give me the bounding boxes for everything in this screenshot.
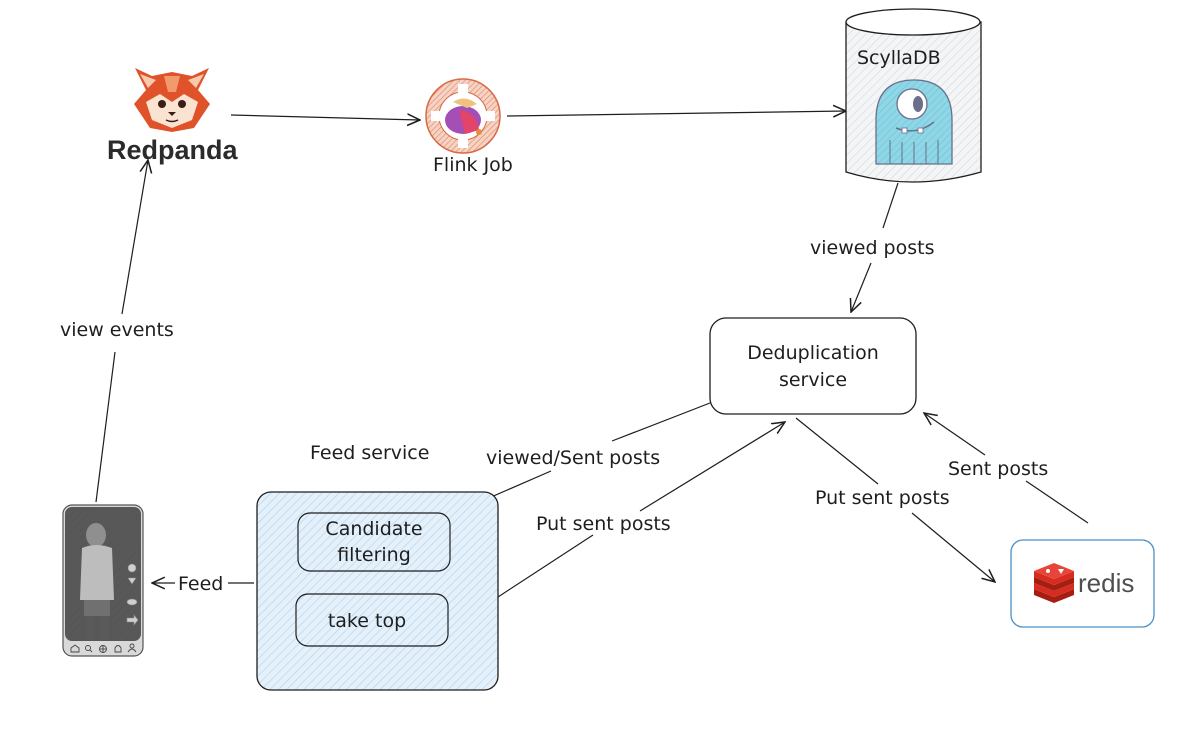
scylladb-node[interactable]: ScyllaDB [845,8,982,183]
edge-scylla-to-dedup-a [882,182,899,229]
edge-phone-to-redpanda-b [121,160,148,315]
flink-job-node[interactable]: Flink Job [425,78,513,176]
label-put-sent-posts-feed: Put sent posts [536,513,671,535]
candidate-filtering-box[interactable]: Candidate filtering [297,512,451,572]
feed-service-label: Feed service [310,442,429,464]
bell-icon[interactable] [114,645,122,653]
phone-nav-bar [70,643,137,653]
edges [95,111,1089,628]
edge-dedup-to-redis-b [911,512,995,582]
edge-taketop-to-dedup-b [639,422,785,512]
redis-logo-icon [1034,563,1074,603]
feed-service-node[interactable]: Candidate filtering take top [256,491,499,691]
edge-phone-to-redpanda-a [95,351,116,503]
label-sent-posts: Sent posts [948,458,1048,480]
redpanda-label: Redpanda [107,135,239,165]
red-panda-logo-icon [134,68,210,132]
redis-node[interactable]: redis [1010,539,1155,628]
person-silhouette [80,523,114,640]
candidate-label-line2: filtering [337,544,411,566]
mobile-feed-mockup-node[interactable] [62,504,144,657]
flink-squirrel-gear-icon [425,78,501,154]
compass-icon[interactable] [99,645,107,653]
search-icon[interactable] [85,645,93,653]
edge-redis-to-dedup-b [924,413,986,456]
deduplication-service-node[interactable]: Deduplication service [709,317,917,415]
home-icon[interactable] [70,644,80,653]
scylladb-label: ScyllaDB [857,47,941,69]
redpanda-node[interactable]: Redpanda [107,68,239,165]
user-icon[interactable] [127,643,137,653]
edge-dedup-to-redis-a [795,417,879,485]
label-view-events: view events [60,319,174,341]
edge-scylla-to-dedup-b [851,262,872,312]
edge-redis-to-dedup-a [1025,480,1089,524]
candidate-label-line1: Candidate [325,518,422,540]
redis-label: redis [1078,568,1134,598]
label-viewed-sent-posts: viewed/Sent posts [486,447,660,469]
label-put-sent-posts-redis: Put sent posts [815,487,950,509]
scylla-monster-icon [875,79,953,165]
edge-flink-to-scylla [506,111,846,116]
take-top-label: take top [328,610,406,632]
flink-job-label: Flink Job [433,154,513,176]
take-top-box[interactable]: take top [295,593,449,647]
phone-side-actions [126,563,139,626]
dedup-label-line2: service [779,369,847,391]
edge-redpanda-to-flink [230,115,420,120]
dedup-label-line1: Deduplication [747,342,879,364]
edge-dedup-to-candidate-a [611,402,711,442]
label-viewed-posts: viewed posts [810,237,934,259]
label-feed: Feed [178,573,223,595]
